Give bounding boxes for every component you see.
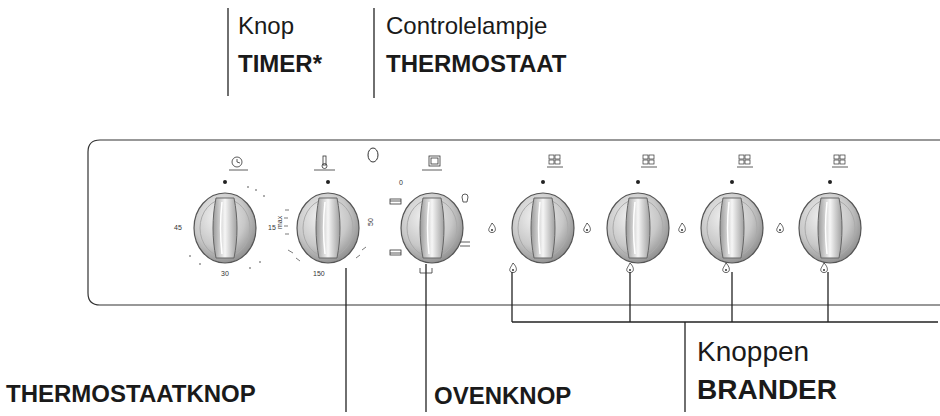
dial-number: 30 [221,270,229,277]
callout-label: THERMOSTAATKNOP [6,382,256,406]
dial-number: 0 [399,179,403,186]
callout-label: TIMER* [238,52,322,76]
callout-label: BRANDER [697,376,837,404]
callout-label: Knop [238,14,294,38]
callout-label: THERMOSTAAT [386,52,566,76]
dial-number: 50 [367,218,374,226]
callout-label: Controlelampje [386,14,547,38]
dial-number: max [276,216,283,229]
dial-number: 15 [268,224,276,231]
dial-number: 45 [174,224,182,231]
callout-label: Knoppen [697,338,809,366]
dial-number: 150 [313,270,325,277]
callout-label: OVENKNOP [434,384,571,408]
